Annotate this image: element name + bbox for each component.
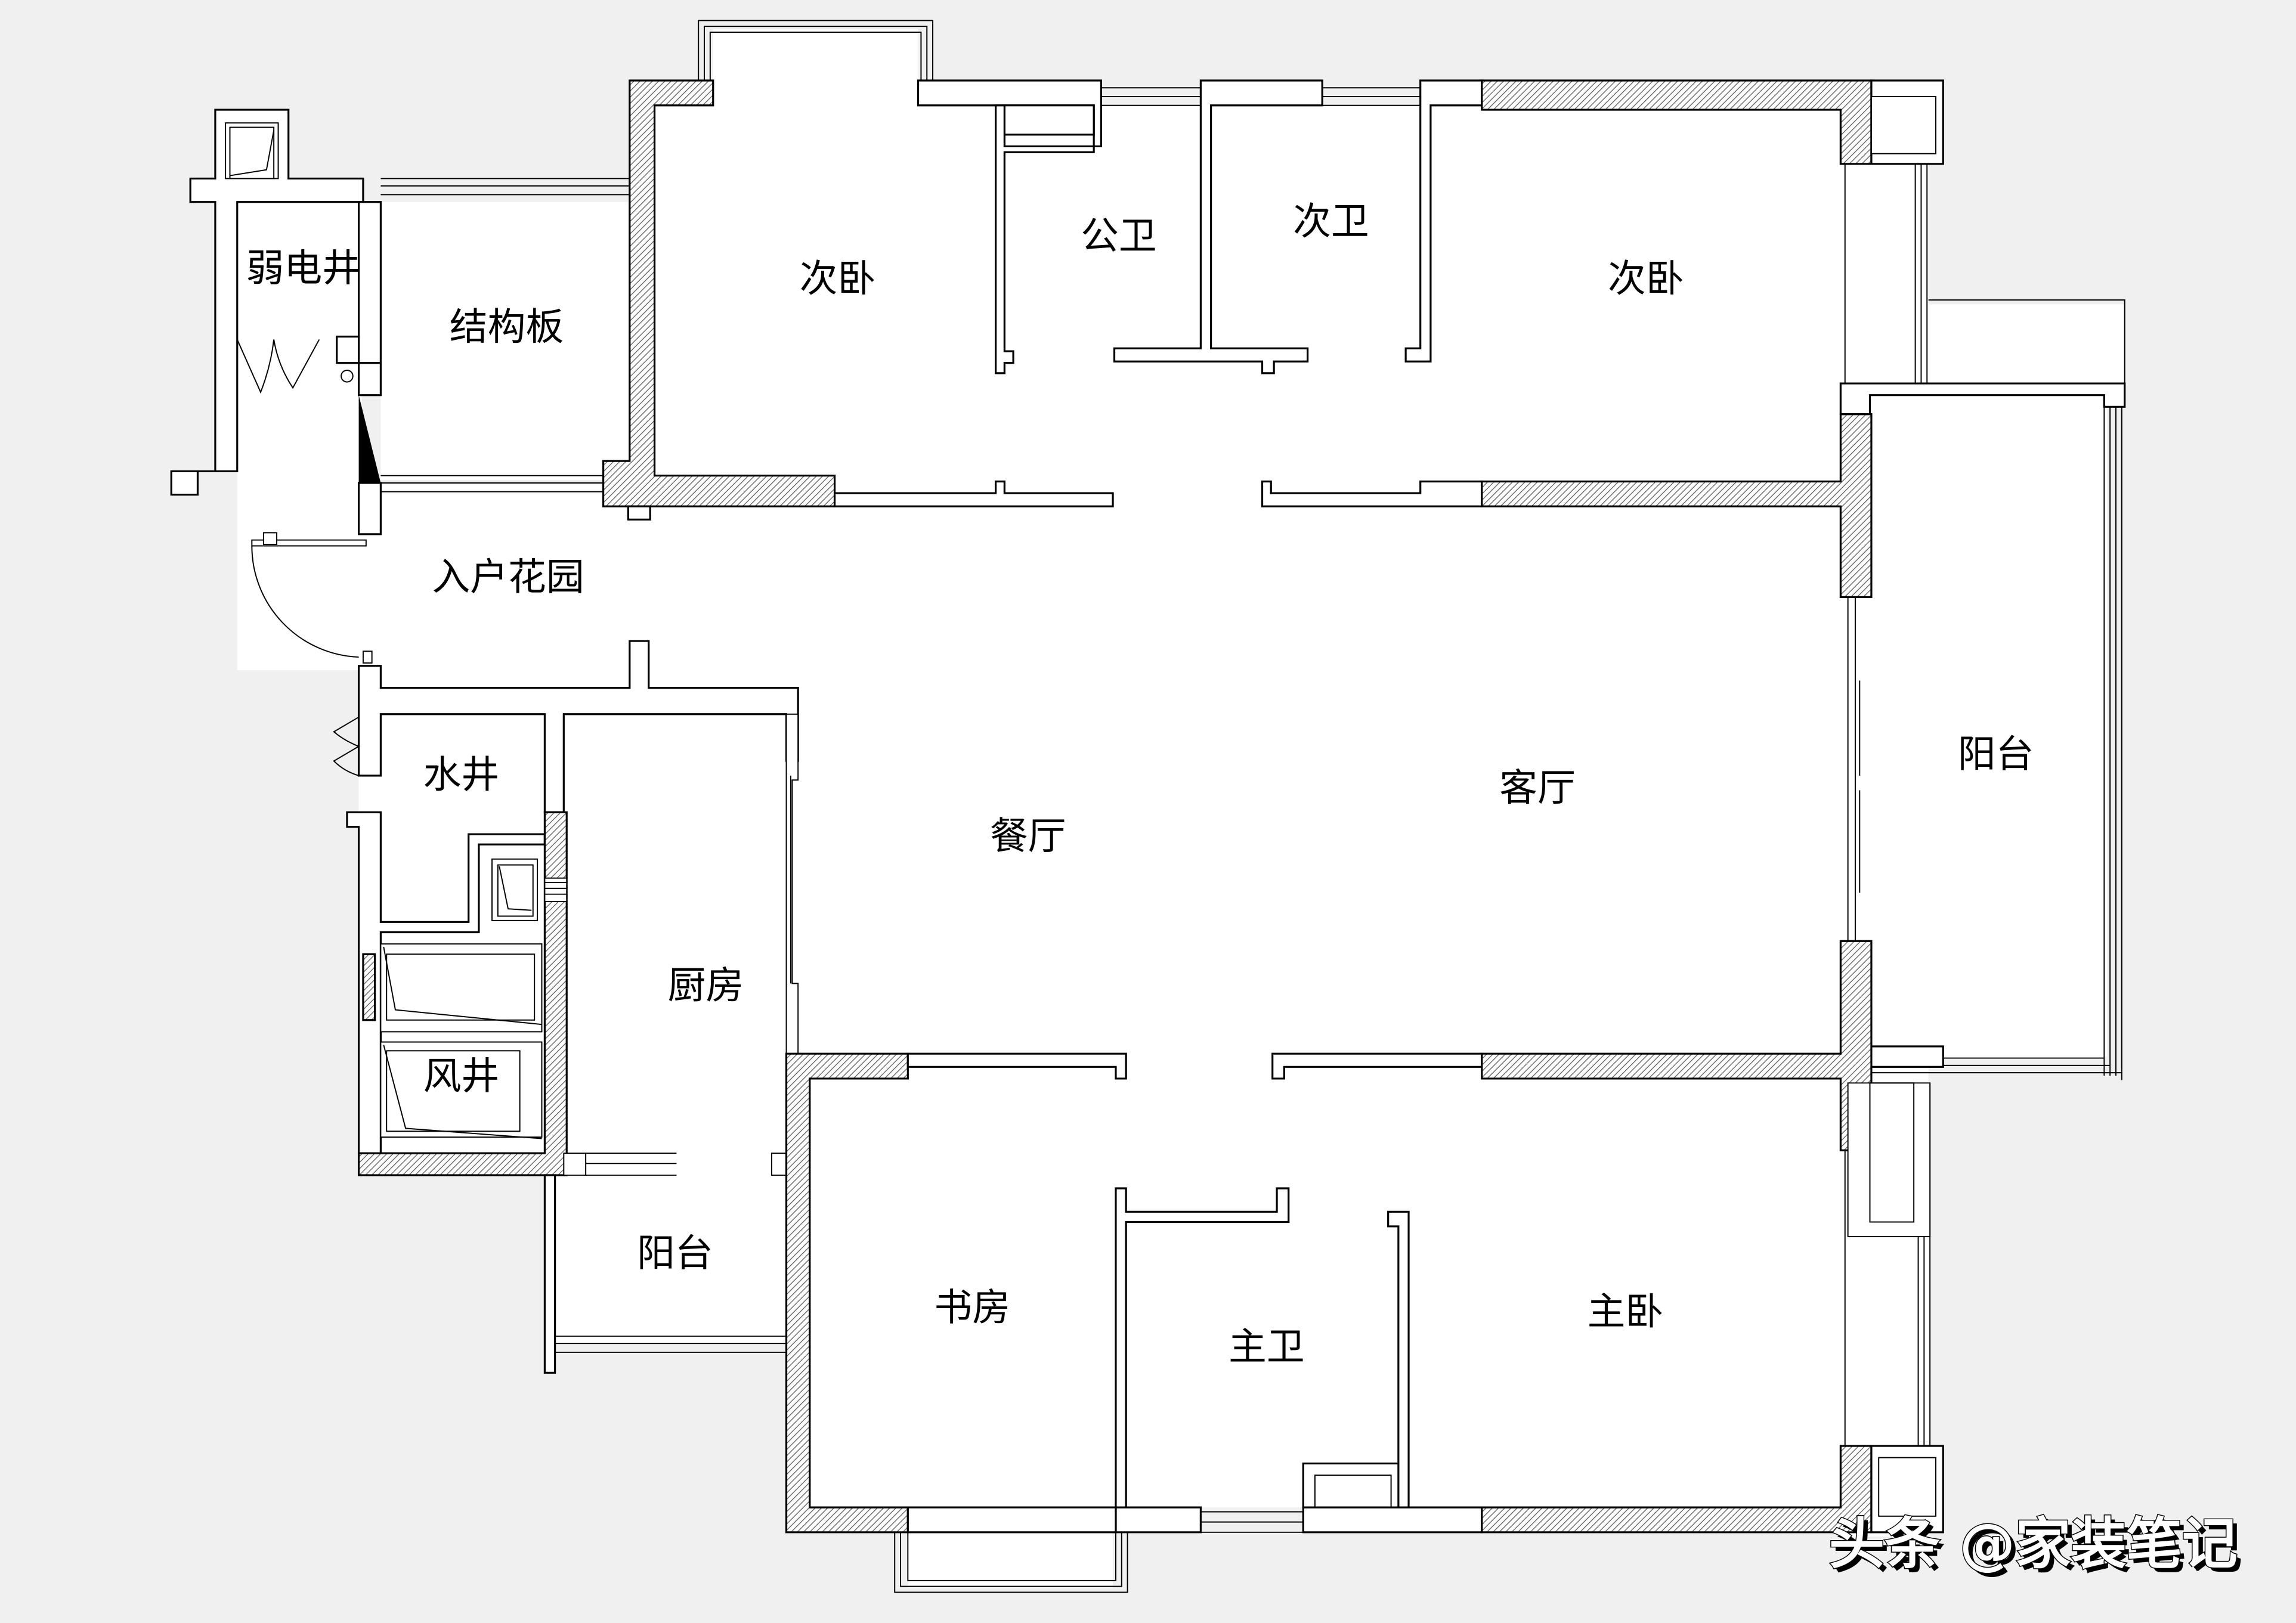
label-study: 书房 bbox=[935, 1286, 1011, 1330]
label-master-bedroom: 主卧 bbox=[1588, 1290, 1664, 1334]
label-bedroom-2-left: 次卧 bbox=[800, 257, 876, 301]
label-entrance-garden: 入户花园 bbox=[432, 556, 584, 600]
watermark: 头条 @家装笔记 头条 @家装笔记 bbox=[1828, 1510, 2242, 1581]
bay-window-top bbox=[698, 20, 934, 80]
weak-current-shaft-walls bbox=[170, 109, 382, 535]
room-labels: 弱电井 结构板 次卧 公卫 次卫 次卧 入户花园 水井 餐厅 客厅 阳台 厨房 … bbox=[246, 200, 2034, 1369]
label-structural-slab: 结构板 bbox=[450, 305, 564, 349]
label-bedroom-2-right: 次卧 bbox=[1608, 257, 1684, 301]
bay-window-bottom bbox=[894, 1506, 1128, 1593]
entrance-door bbox=[251, 532, 373, 664]
master-bath-walls bbox=[1115, 1187, 1483, 1534]
master-bedroom-walls bbox=[1481, 1082, 1944, 1534]
label-secondary-bathroom: 次卫 bbox=[1293, 200, 1369, 244]
floor-areas bbox=[237, 29, 2125, 1588]
watermark-shadow: 头条 @家装笔记 bbox=[1833, 1516, 2242, 1581]
label-dining-room: 餐厅 bbox=[990, 814, 1066, 859]
label-air-shaft: 风井 bbox=[423, 1055, 500, 1099]
label-water-shaft: 水井 bbox=[423, 753, 500, 797]
label-master-bathroom: 主卫 bbox=[1229, 1325, 1305, 1370]
watermark-text: 头条 @家装笔记 bbox=[1829, 1511, 2238, 1576]
study-walls bbox=[785, 940, 1873, 1534]
top-right-walls bbox=[1481, 79, 2125, 384]
middle-north-walls bbox=[833, 413, 1873, 599]
label-balcony-left: 阳台 bbox=[637, 1232, 713, 1276]
label-living-room: 客厅 bbox=[1499, 766, 1576, 810]
structural-slab-railings bbox=[380, 178, 630, 493]
label-kitchen: 厨房 bbox=[668, 964, 744, 1008]
label-weak-current-shaft: 弱电井 bbox=[246, 247, 360, 291]
label-balcony-right: 阳台 bbox=[1958, 733, 2034, 777]
label-public-bathroom: 公卫 bbox=[1081, 215, 1157, 259]
kitchen-shaft-walls bbox=[333, 640, 799, 1374]
left-bedroom-walls bbox=[602, 79, 1483, 521]
right-balcony bbox=[1839, 382, 2126, 1080]
